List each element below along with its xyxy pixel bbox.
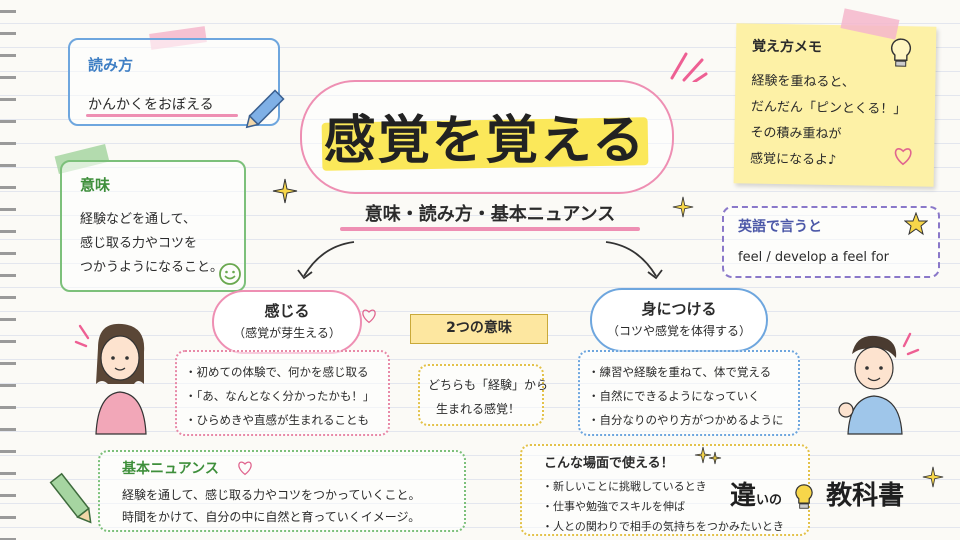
boy-illustration: [838, 332, 920, 435]
yomikata-box: 読み方 かんかくをおぼえる: [68, 38, 280, 126]
logo-part-1: 違: [730, 481, 757, 511]
mitsukeru-heading: 身につける: [641, 300, 717, 318]
yomikata-text: かんかくをおぼえる: [88, 97, 214, 113]
memo-line-1: 経験を重ねると、: [751, 73, 856, 91]
mitsukeru-item-3: ・自分なりのやり方がつかめるように: [588, 413, 784, 427]
heart-icon: [238, 461, 252, 476]
futatsu-line-1: どちらも「経験」から: [428, 378, 549, 392]
memo-line-2: だんだん「ピンとくる！」: [750, 99, 907, 118]
futatsu-banner: 2つの意味: [410, 314, 548, 344]
accent-lines-icon: [670, 52, 708, 82]
memo-line-3: その積み重ねが: [750, 125, 842, 143]
kanjiru-item-2: ・「あ、なんとなく分かったかも！」: [185, 389, 375, 403]
notebook-rings: [0, 0, 16, 540]
english-box: 英語で言うと feel / develop a feel for: [722, 206, 940, 278]
kanjiru-heading: 感じる: [264, 302, 310, 320]
english-text: feel / develop a feel for: [738, 250, 890, 265]
nuance-line-1: 経験を通して、感じ取る力やコツをつかっていくこと。: [122, 488, 421, 502]
nuance-line-2: 時間をかけて、自分の中に自然と育っていくイメージ。: [122, 510, 421, 524]
sparkle-icon: [272, 178, 298, 204]
kanjiru-item-1: ・初めての体験で、何かを感じ取る: [185, 365, 369, 379]
kanjiru-item-3: ・ひらめきや直感が生まれることも: [185, 413, 369, 427]
scenes-heading: こんな場面で使える！: [544, 456, 674, 471]
page-title: 感覚を覚える: [323, 111, 647, 171]
smiley-icon: [219, 263, 241, 285]
scenes-item-1: ・新しいことに挑戦しているとき: [542, 480, 707, 493]
english-heading: 英語で言うと: [738, 219, 822, 235]
scenes-box: こんな場面で使える！ ・新しいことに挑戦しているとき ・仕事や勉強でスキルを伸ば…: [520, 444, 810, 536]
kanjiru-box: ・初めての体験で、何かを感じ取る ・「あ、なんとなく分かったかも！」 ・ひらめき…: [175, 350, 390, 436]
brand-logo: 違いの 教科書: [730, 475, 904, 512]
imi-heading: 意味: [80, 176, 111, 194]
scenes-item-3: ・人との関わりで相手の気持ちをつかみたいとき: [542, 520, 784, 533]
nuance-heading: 基本ニュアンス: [122, 461, 219, 477]
mitsukeru-item-2: ・自然にできるようになっていく: [588, 389, 760, 403]
imi-line-1: 経験などを通して、: [80, 212, 196, 227]
arrow-icon: [297, 241, 355, 280]
girl-illustration: [74, 323, 147, 435]
kanjiru-sub: （感覚が芽生える）: [233, 326, 341, 340]
mitsukeru-sub: （コツや感覚を体得する）: [606, 324, 751, 338]
star-icon: [904, 212, 928, 236]
memo-heading: 覚え方メモ: [751, 38, 823, 56]
imi-line-2: 感じ取る力やコツを: [80, 236, 198, 251]
arrow-icon: [605, 241, 663, 280]
lightbulb-icon: [795, 483, 813, 509]
memo-sticky: 覚え方メモ 経験を重ねると、 だんだん「ピンとくる！」 その積み重ねが 感覚にな…: [733, 23, 937, 187]
yomikata-heading: 読み方: [88, 56, 134, 74]
logo-part-2: いの: [756, 493, 783, 508]
yomikata-underline: [86, 114, 238, 117]
imi-line-3: つかうようになること。: [80, 260, 224, 275]
pencil-icon: [245, 89, 285, 129]
sparkle-icon: [922, 466, 944, 488]
sparkle-icon: [694, 446, 722, 465]
subtitle: 意味・読み方・基本ニュアンス: [364, 204, 616, 225]
pencil-icon: [49, 472, 92, 524]
mitsukeru-item-1: ・練習や経験を重ねて、体で覚える: [588, 365, 772, 379]
heart-icon: [362, 309, 376, 324]
futatsu-line-2: 生まれる感覚！: [436, 402, 521, 416]
kanjiru-cloud: 感じる （感覚が芽生える）: [212, 290, 362, 354]
imi-box: 意味 経験などを通して、 感じ取る力やコツを つかうようになること。: [60, 160, 246, 292]
title-area: 感覚を覚える: [300, 80, 674, 194]
mitsukeru-cloud: 身につける （コツや感覚を体得する）: [590, 288, 768, 352]
mitsukeru-box: ・練習や経験を重ねて、体で覚える ・自然にできるようになっていく ・自分なりのや…: [578, 350, 800, 436]
futatsu-box: どちらも「経験」から 生まれる感覚！: [418, 364, 548, 426]
heart-icon: [894, 148, 912, 166]
subtitle-underline: [340, 227, 640, 231]
logo-part-3: 教科書: [826, 481, 905, 511]
lightbulb-icon: [891, 38, 912, 67]
futatsu-banner-text: 2つの意味: [446, 320, 512, 336]
nuance-box: 基本ニュアンス 経験を通して、感じ取る力やコツをつかっていくこと。 時間をかけて…: [98, 450, 466, 532]
memo-line-4: 感覚になるよ♪: [749, 151, 837, 169]
scenes-item-2: ・仕事や勉強でスキルを伸ば: [542, 500, 685, 513]
sparkle-icon: [672, 196, 694, 218]
